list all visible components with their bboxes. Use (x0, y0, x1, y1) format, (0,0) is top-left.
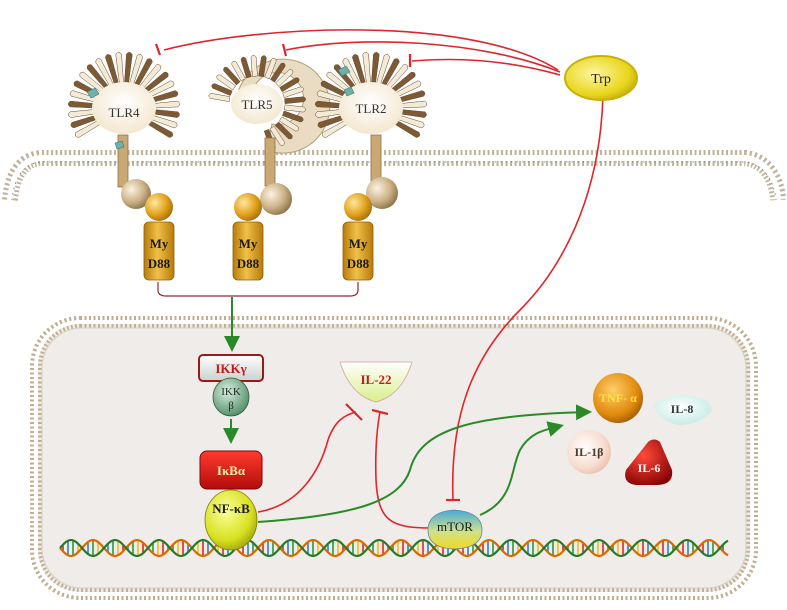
tlr4-repeat-13 (132, 58, 153, 91)
il-1-beta-label: IL-1β (575, 445, 604, 459)
tlr5-repeat-2 (216, 74, 237, 91)
tlr5-repeat-10 (275, 69, 294, 87)
tlr2-repeat-14 (383, 64, 409, 93)
tlr2-repeat-12 (375, 54, 390, 88)
tlr5-repeat-6 (250, 54, 258, 77)
activation-mtor-cytokines (479, 421, 564, 516)
nf-kb-label: NF-κB (212, 501, 250, 516)
trp-inhibition-lines (154, 29, 604, 502)
myd88-adaptor-3: My D88 (342, 193, 374, 281)
tlr2-repeat-9 (352, 54, 367, 88)
tlr5-label: TLR5 (241, 97, 272, 112)
tlr2-label: TLR2 (355, 101, 386, 116)
tlr5-repeat-7 (258, 55, 267, 78)
tlr2-repeat-11 (370, 52, 380, 87)
tlr5-repeat-16 (278, 116, 299, 132)
tlr4-repeat-12 (128, 54, 143, 88)
tlr2-tir-domain (366, 177, 398, 209)
myd88-1-line2: D88 (148, 256, 171, 271)
inhibition-nfkb-il22 (257, 403, 363, 513)
plasma-membrane (2, 150, 786, 201)
tlr2-repeat-10 (362, 52, 372, 87)
tlr5-repeat-3 (223, 66, 241, 86)
tlr2-repeat-8 (342, 58, 363, 91)
tlr5-repeat-8 (264, 57, 277, 80)
myd88-3-line2: D88 (347, 256, 370, 271)
il-6: IL-6 (625, 439, 673, 485)
tlr5-repeat-5 (240, 56, 252, 79)
tlr5-repeat-9 (270, 62, 286, 83)
mtor: mTOR (427, 509, 483, 550)
ikk-gamma-label: IKKγ (215, 361, 246, 376)
myd88-2-line2: D88 (237, 256, 260, 271)
myd88-1-line1: My (150, 236, 169, 251)
tnf-alpha-label: TNF- α (599, 391, 637, 405)
il-22-label: IL-22 (360, 372, 391, 387)
il-8: IL-8 (654, 395, 712, 425)
tlr4-repeat-8 (95, 58, 116, 91)
ikk-beta-label-bottom: β (228, 400, 234, 412)
myd88-3-line1: My (349, 236, 368, 251)
tlr5-tir-domain (260, 183, 292, 215)
il-22: IL-22 (339, 361, 413, 403)
il-8-label: IL-8 (671, 402, 694, 416)
tlr4-repeat-14 (136, 64, 162, 93)
tlr5-repeat-4 (231, 60, 246, 82)
ikb-alpha: IκBα (199, 450, 263, 490)
tlr4-label: TLR4 (108, 105, 140, 120)
tlr5-repeat-14 (284, 104, 306, 113)
myd88-bracket (157, 282, 359, 297)
il-1-beta: IL-1β (567, 430, 611, 474)
tlr5-repeat-18 (269, 125, 285, 146)
ikk-beta-label-top: IKK (221, 386, 241, 398)
myd88-adaptor-1: My D88 (143, 193, 175, 281)
tlr4-tir-domain (121, 179, 151, 209)
tlr4-receptor: TLR4 (67, 52, 181, 209)
trp-label: Trp (591, 72, 611, 87)
tlr4-repeat-7 (86, 64, 112, 93)
ikk-beta: IKK β (212, 377, 250, 417)
tlr5-repeat-11 (279, 77, 300, 93)
myd88-2-line1: My (239, 236, 258, 251)
ikb-alpha-label: IκBα (217, 463, 246, 478)
tlr2-receptor: TLR2 (314, 52, 428, 209)
il-6-label: IL-6 (638, 461, 661, 475)
tlr5-receptor: TLR5 (208, 54, 331, 215)
tlr5-repeat-0 (208, 93, 231, 102)
trp-molecule: Trp (564, 55, 638, 101)
tlr5-repeat-1 (211, 83, 233, 96)
tlr5-repeat-13 (284, 96, 306, 104)
dna-helix-icon (59, 538, 729, 558)
dna-strand-2 (59, 538, 729, 558)
tlr4-repeat-10 (115, 52, 125, 87)
myd88-adaptor-2: My D88 (232, 193, 264, 281)
ikk-gamma: IKKγ (198, 354, 264, 382)
tlr4-repeat-9 (105, 54, 120, 88)
tlr5-repeat-12 (282, 86, 304, 98)
mtor-label: mTOR (437, 519, 473, 534)
tlr2-repeat-13 (379, 58, 400, 91)
dna-strand-1 (59, 538, 729, 558)
activation-nfkb-cytokines (257, 404, 592, 523)
nf-kb: NF-κB (204, 489, 258, 551)
tlr4-repeat-11 (123, 52, 133, 87)
inhibition-mtor-il22 (371, 408, 431, 529)
tlr5-repeat-17 (274, 121, 293, 140)
tlr5-repeat-15 (282, 110, 304, 123)
tnf-alpha: TNF- α (593, 373, 643, 423)
